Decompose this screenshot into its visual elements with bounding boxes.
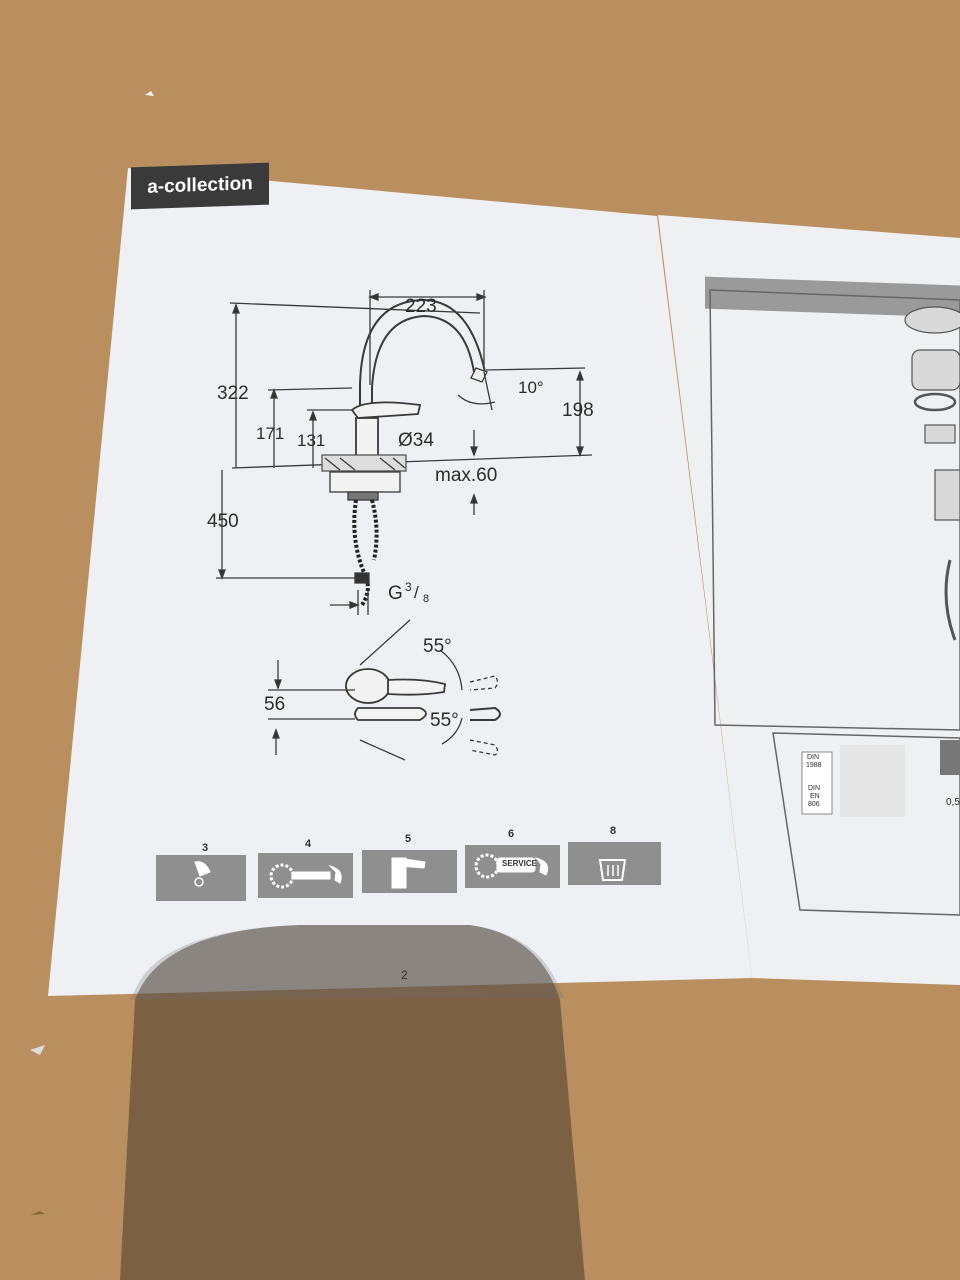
left-page [48,168,752,996]
dim-131: 131 [297,431,326,450]
dim-max60: max.60 [435,465,498,486]
din-number: 1988 [806,762,822,769]
exploded-parts [904,306,960,641]
thread-slash: / [414,583,419,602]
wrench-icon [269,863,342,889]
icon-number: 4 [305,838,312,850]
handle-icon [391,857,426,889]
icon-box-8 [568,842,661,885]
icon-number: 5 [405,833,412,845]
icon-number: 3 [202,842,209,854]
dim-thread-num: 3 [405,580,412,594]
phone-shadow [120,925,585,1280]
din-number: 806 [808,801,820,808]
icon-number: 8 [610,825,617,837]
plant-icon-box [840,745,905,817]
faucet-drawing [216,290,593,761]
right-frame-bottom [772,732,960,916]
icon-number: 6 [508,828,515,840]
brand-tab: a-collection [131,162,269,210]
dim-450: 450 [207,511,239,532]
dim-angle-10: 10° [518,378,544,397]
lever-angle-down: 55° [430,710,459,731]
right-frame-top [709,289,960,731]
icon-box-5 [362,850,457,893]
cartridge-icon [194,861,211,877]
right-header-bar [705,276,960,318]
lever-angle-up: 55° [423,636,452,657]
lever-height-56: 56 [264,694,286,715]
service-wrench-icon [474,853,549,879]
dim-thread: G [388,583,403,604]
cleaning-icon [598,859,627,881]
dim-198: 198 [562,400,594,421]
din-label: DIN [808,785,821,792]
gauge-box [940,740,960,775]
dim-diameter: Ø34 [398,430,434,451]
debris [145,91,154,96]
dim-thread-den: 8 [423,593,430,605]
right-value: 0,5 [946,797,960,808]
din-label: DIN [807,754,820,761]
page-number: 2 [401,968,408,982]
dim-322: 322 [217,383,249,404]
service-label: SERVICE [502,859,537,868]
dim-171: 171 [256,424,285,443]
en-label: EN [810,793,820,800]
dim-223: 223 [405,296,437,317]
din-box [801,751,833,815]
